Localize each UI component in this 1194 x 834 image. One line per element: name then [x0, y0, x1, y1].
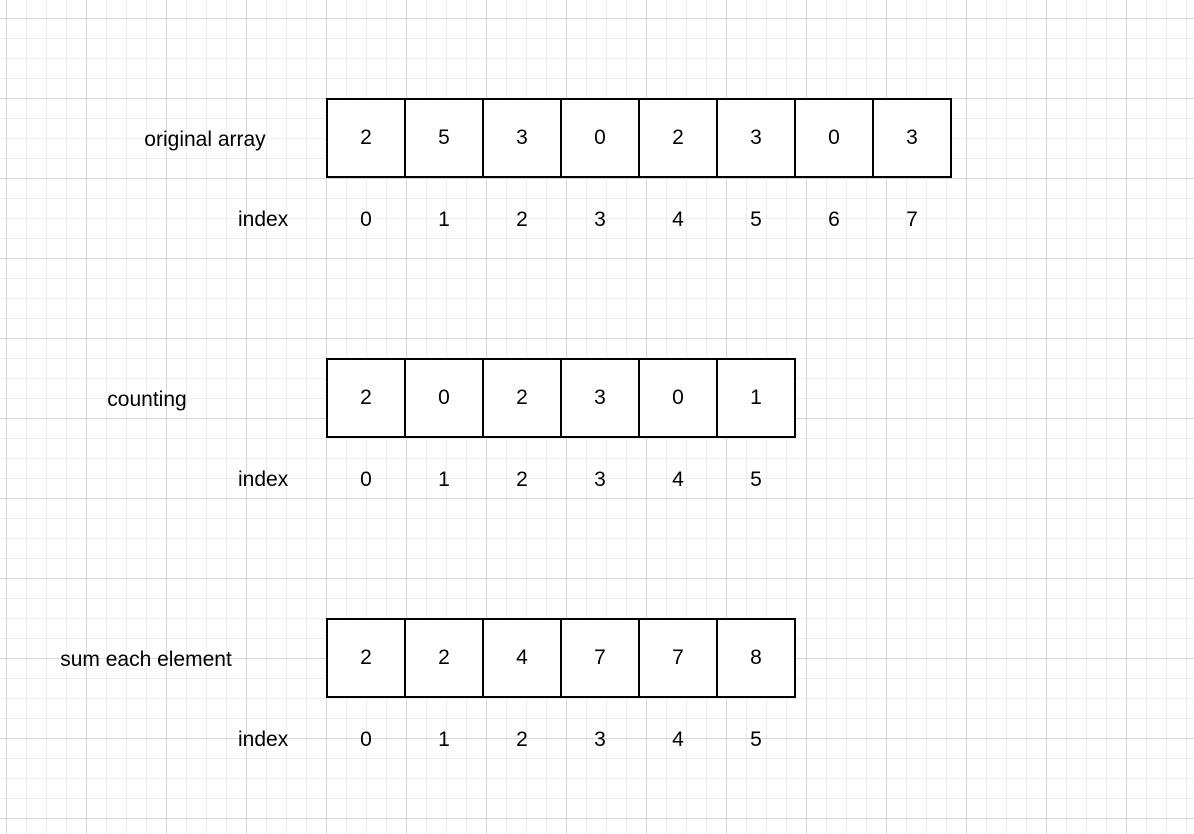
array-cell: 3 [716, 98, 796, 178]
array-cell: 2 [404, 618, 484, 698]
index-number: 3 [594, 468, 606, 491]
array-cell: 2 [326, 358, 406, 438]
counting-label: counting [107, 388, 187, 411]
array-cell: 3 [482, 98, 562, 178]
index-number: 7 [906, 208, 918, 231]
index-number: 4 [672, 468, 684, 491]
index-label: index [238, 468, 289, 491]
index-number: 6 [828, 208, 840, 231]
array-cell: 7 [560, 618, 640, 698]
original-array-cells: 2 5 3 0 2 3 0 3 [326, 98, 952, 178]
array-cell: 2 [482, 358, 562, 438]
index-number: 1 [438, 728, 450, 751]
array-cell: 2 [326, 618, 406, 698]
index-number: 5 [750, 728, 762, 751]
index-number: 0 [360, 208, 372, 231]
index-number: 4 [672, 208, 684, 231]
sum-cells: 2 2 4 7 7 8 [326, 618, 796, 698]
array-cell: 2 [638, 98, 718, 178]
index-label: index [238, 728, 289, 751]
index-number: 5 [750, 208, 762, 231]
counting-cells: 2 0 2 3 0 1 [326, 358, 796, 438]
sum-indices: 0 1 2 3 4 5 [326, 728, 796, 752]
index-number: 4 [672, 728, 684, 751]
counting-indices: 0 1 2 3 4 5 [326, 468, 796, 492]
array-cell: 5 [404, 98, 484, 178]
array-cell: 0 [560, 98, 640, 178]
array-cell: 1 [716, 358, 796, 438]
array-cell: 3 [872, 98, 952, 178]
index-number: 1 [438, 208, 450, 231]
index-number: 1 [438, 468, 450, 491]
array-cell: 0 [794, 98, 874, 178]
index-label: index [238, 208, 289, 231]
array-cell: 7 [638, 618, 718, 698]
array-cell: 8 [716, 618, 796, 698]
original-array-label: original array [144, 128, 266, 151]
index-number: 2 [516, 208, 528, 231]
index-number: 2 [516, 728, 528, 751]
index-number: 2 [516, 468, 528, 491]
array-cell: 0 [638, 358, 718, 438]
index-number: 0 [360, 468, 372, 491]
index-number: 3 [594, 208, 606, 231]
sum-each-element-label: sum each element [60, 648, 232, 671]
array-cell: 3 [560, 358, 640, 438]
array-cell: 0 [404, 358, 484, 438]
original-array-indices: 0 1 2 3 4 5 6 7 [326, 208, 952, 232]
index-number: 3 [594, 728, 606, 751]
index-number: 5 [750, 468, 762, 491]
array-cell: 2 [326, 98, 406, 178]
array-cell: 4 [482, 618, 562, 698]
index-number: 0 [360, 728, 372, 751]
